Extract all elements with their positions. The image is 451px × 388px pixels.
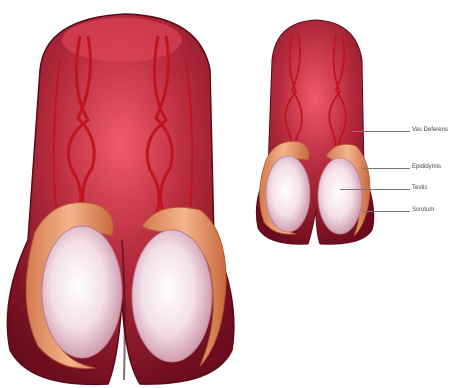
leader-scrotum bbox=[362, 211, 410, 212]
label-testis: Testis bbox=[412, 185, 427, 191]
leader-testis bbox=[340, 189, 410, 190]
label-scrotum: Scrotum bbox=[412, 207, 434, 213]
small-right-testis bbox=[318, 158, 362, 234]
large-left-testis bbox=[42, 226, 122, 358]
large-right-testis bbox=[132, 230, 212, 362]
leader-epididymis bbox=[362, 168, 410, 169]
small-left-testis bbox=[266, 156, 310, 232]
label-epididymis: Epididymis bbox=[412, 164, 441, 170]
small-scrotum-illustration bbox=[256, 20, 373, 244]
large-scrotum-illustration bbox=[7, 14, 234, 384]
label-vas-deferens: Vas Deferens bbox=[412, 127, 448, 133]
leader-vas-deferens bbox=[352, 131, 410, 132]
